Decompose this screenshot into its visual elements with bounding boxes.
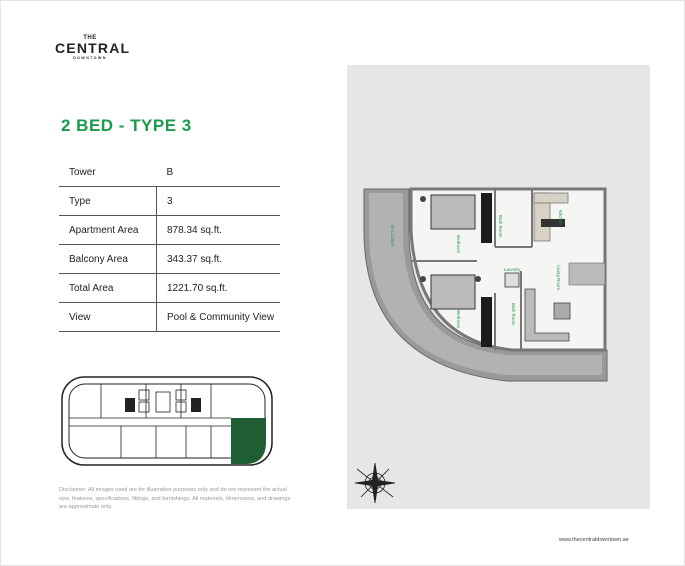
footer-url[interactable]: www.thecentraldowntown.ae bbox=[559, 537, 629, 543]
spec-label: Apartment Area bbox=[59, 215, 157, 245]
spec-label: View bbox=[59, 302, 157, 332]
logo: THE CENTRAL DOWNTOWN bbox=[55, 35, 131, 60]
bathroom-label: Bath Room bbox=[511, 303, 516, 326]
living-room-label: Living Room bbox=[556, 265, 561, 290]
floor-plan-panel: BALCONY Bedroom Bath Room Kitchen Laundr… bbox=[347, 65, 650, 509]
key-plan bbox=[61, 376, 273, 466]
highlighted-unit bbox=[231, 418, 266, 464]
spec-value: 3 bbox=[156, 186, 280, 216]
compass-icon bbox=[354, 462, 396, 504]
spec-label: Type bbox=[59, 186, 157, 216]
kitchen-label: Kitchen bbox=[558, 210, 563, 226]
logo-the: THE bbox=[83, 35, 97, 41]
logo-sub: DOWNTOWN bbox=[73, 56, 107, 60]
page-title: 2 BED - TYPE 3 bbox=[61, 116, 192, 135]
spec-value: 878.34 sq.ft. bbox=[156, 215, 280, 245]
bedroom-label: Bedroom bbox=[456, 235, 461, 254]
spec-label: Tower bbox=[59, 158, 157, 187]
laundry-label: Laundry bbox=[504, 267, 521, 272]
spec-value: 343.37 sq.ft. bbox=[156, 244, 280, 274]
bedroom-label: Bedroom bbox=[456, 310, 461, 329]
balcony-label: BALCONY bbox=[390, 225, 395, 247]
bathroom-label: Bath Room bbox=[498, 215, 503, 238]
logo-name: CENTRAL bbox=[55, 40, 131, 56]
floor-plan: BALCONY Bedroom Bath Room Kitchen Laundr… bbox=[354, 187, 608, 504]
spec-label: Balcony Area bbox=[59, 244, 157, 274]
disclaimer: Disclaimer: All images used are for illu… bbox=[59, 487, 291, 510]
spec-label: Total Area bbox=[59, 273, 157, 303]
spec-value: B bbox=[156, 158, 280, 187]
spec-value: 1221.70 sq.ft. bbox=[156, 273, 280, 303]
spec-value: Pool & Community View bbox=[156, 302, 280, 332]
